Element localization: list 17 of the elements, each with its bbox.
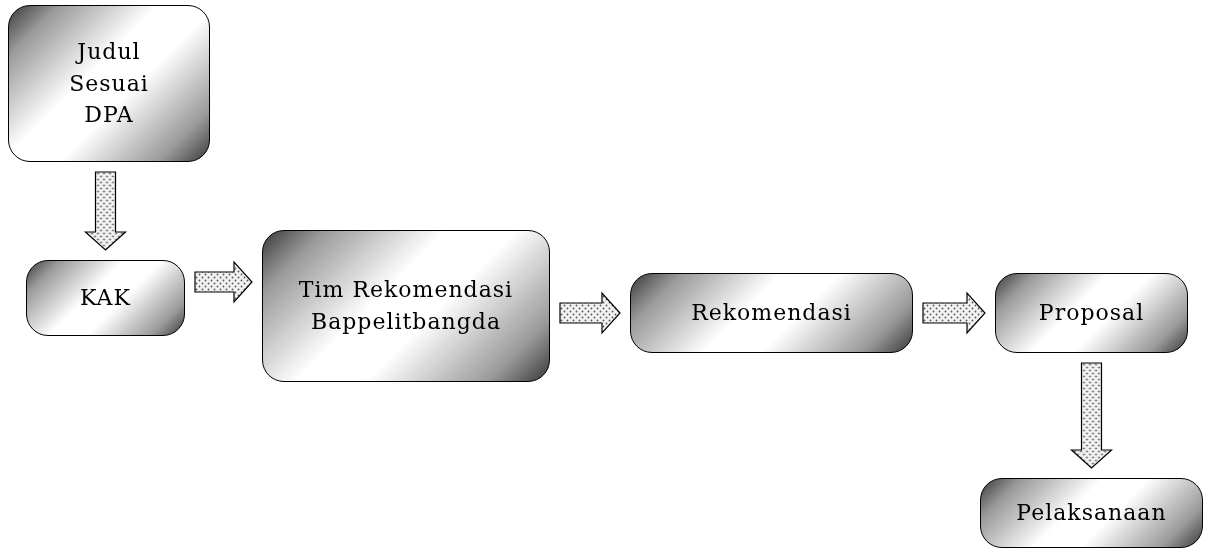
box-label: Pelaksanaan xyxy=(1016,499,1167,528)
box-label: Tim Rekomendasi Bappelitbangda xyxy=(297,276,515,336)
block-arrow xyxy=(559,291,621,335)
box-label: Rekomendasi xyxy=(691,299,852,328)
box-label: Judul Sesuai DPA xyxy=(68,37,150,130)
block-arrow xyxy=(83,171,128,251)
box-label: Proposal xyxy=(1038,299,1145,328)
process-box xyxy=(995,273,1188,353)
block-arrow xyxy=(1069,362,1114,469)
process-box xyxy=(262,230,550,382)
block-arrow xyxy=(922,291,986,335)
process-box xyxy=(980,478,1203,548)
process-box xyxy=(630,273,913,353)
process-box xyxy=(8,5,210,162)
process-box xyxy=(26,260,185,336)
box-label: KAK xyxy=(80,284,131,313)
block-arrow xyxy=(194,260,253,304)
